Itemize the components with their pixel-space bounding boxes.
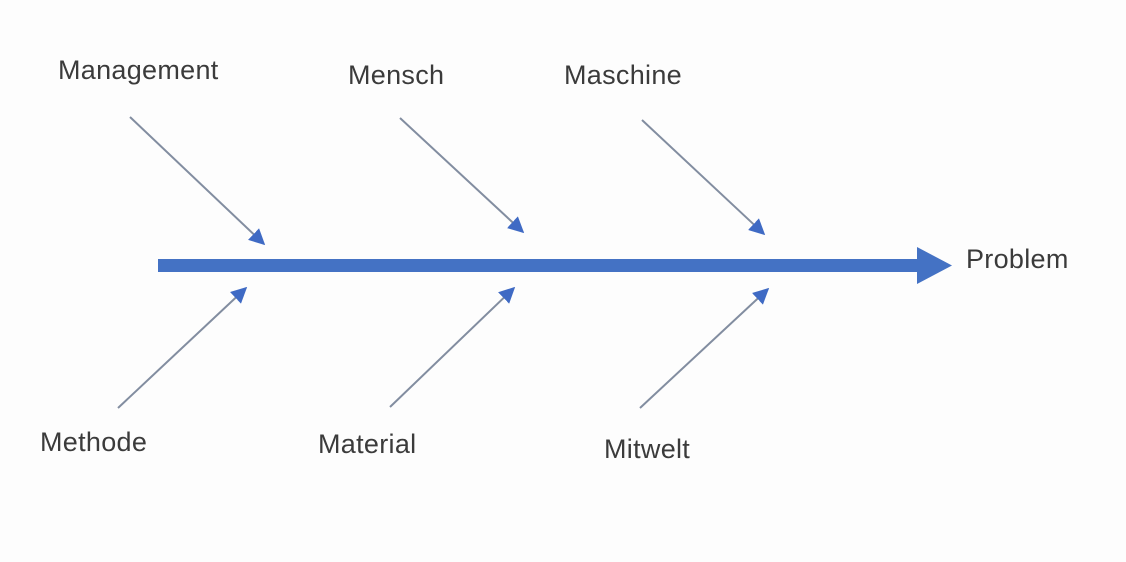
cause-label-mensch: Mensch [348, 60, 445, 90]
cause-label-material: Material [318, 429, 417, 459]
branch-arrow-methode [117, 286, 248, 409]
cause-label-mitwelt: Mitwelt [604, 434, 691, 464]
effect-label-problem: Problem [966, 244, 1069, 274]
cause-label-maschine: Maschine [564, 60, 682, 90]
cause-label-management: Management [58, 55, 219, 85]
branch-arrow-mitwelt [639, 287, 770, 409]
cause-label-methode: Methode [40, 427, 148, 457]
branch-arrow-material [389, 286, 516, 408]
branch-arrow-management [129, 116, 266, 246]
branch-arrow-mensch [399, 117, 525, 234]
branch-arrow-maschine [641, 119, 766, 236]
spine-arrow [158, 247, 952, 284]
